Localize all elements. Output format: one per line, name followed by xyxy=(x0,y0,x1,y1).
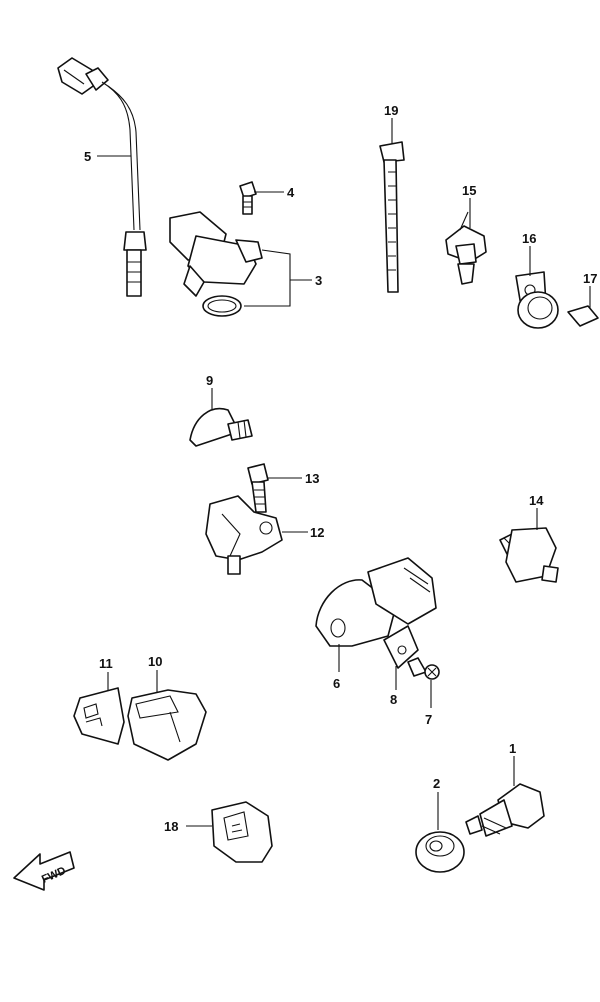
part-6-cam-sensor xyxy=(315,557,437,647)
callout-10: 10 xyxy=(148,654,162,669)
fwd-arrow-icon: FWD xyxy=(13,851,75,891)
callout-14: 14 xyxy=(529,493,544,508)
part-10-boot xyxy=(127,689,207,761)
part-8-bracket xyxy=(383,625,419,669)
callout-2: 2 xyxy=(433,776,440,791)
callout-5: 5 xyxy=(84,149,91,164)
part-7-screw xyxy=(407,657,440,680)
callout-16: 16 xyxy=(522,231,536,246)
callout-11: 11 xyxy=(99,656,113,671)
callout-17: 17 xyxy=(583,271,597,286)
part-11-cover xyxy=(73,687,125,745)
callout-19: 19 xyxy=(384,103,398,118)
part-13-bolt xyxy=(247,463,269,513)
part-4-bolt xyxy=(239,181,257,215)
part-18-mount xyxy=(211,801,273,863)
part-17-screw xyxy=(567,305,599,327)
callout-15: 15 xyxy=(462,183,476,198)
part-12-sensor xyxy=(205,495,283,575)
callout-18: 18 xyxy=(164,819,178,834)
callout-9: 9 xyxy=(206,373,213,388)
callout-12: 12 xyxy=(310,525,324,540)
part-3-map-sensor xyxy=(169,211,263,317)
part-14-pressure-switch xyxy=(499,527,559,583)
part-19-cable-tie xyxy=(379,141,405,293)
part-1-temp-sensor xyxy=(465,783,545,837)
callout-13: 13 xyxy=(305,471,319,486)
callout-8: 8 xyxy=(390,692,397,707)
part-2-grommet xyxy=(415,831,465,873)
callout-4: 4 xyxy=(287,185,295,200)
part-5-sensor-cable xyxy=(57,57,147,297)
part-15-clip xyxy=(445,211,487,285)
part-9-sensor xyxy=(189,407,253,447)
callout-7: 7 xyxy=(425,712,432,727)
callout-1: 1 xyxy=(509,741,516,756)
callout-3: 3 xyxy=(315,273,322,288)
part-16-clamp xyxy=(515,271,559,329)
callout-6: 6 xyxy=(333,676,340,691)
